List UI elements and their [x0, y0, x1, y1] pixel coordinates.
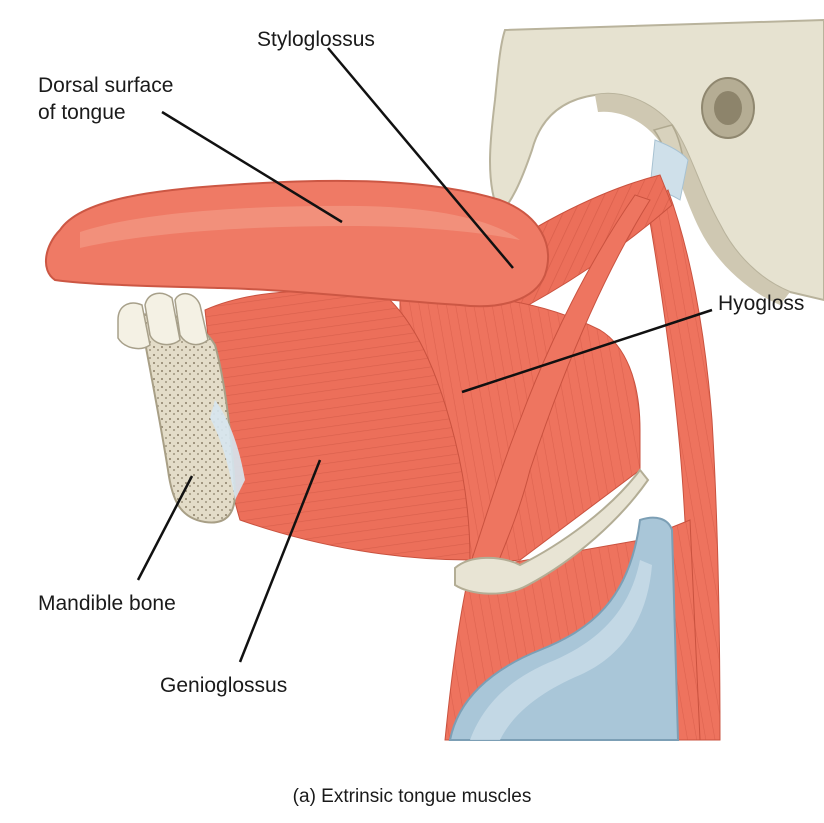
label-dorsal-surface: Dorsal surface of tongue	[38, 72, 173, 126]
label-mandible-bone: Mandible bone	[38, 590, 176, 617]
figure-caption: (a) Extrinsic tongue muscles	[0, 786, 824, 808]
label-genioglossus: Genioglossus	[160, 672, 287, 699]
label-styloglossus: Styloglossus	[257, 26, 375, 53]
label-hyoglossus: Hyogloss	[718, 290, 804, 317]
leader-mandible-bone	[138, 476, 192, 580]
tongue-dorsum	[46, 181, 548, 306]
